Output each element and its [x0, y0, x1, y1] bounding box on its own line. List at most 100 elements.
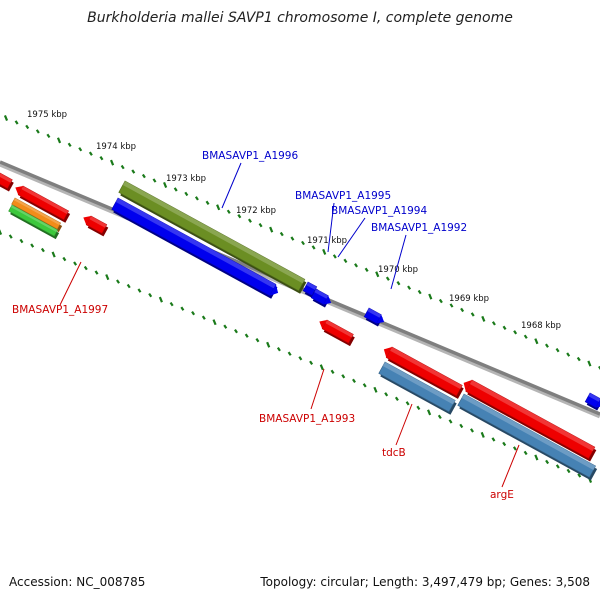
scale-tick-upper — [226, 209, 231, 214]
gene-leader-line — [221, 162, 242, 209]
gene-box[interactable] — [457, 393, 597, 478]
gene-label[interactable]: BMASAVP1_A1992 — [371, 222, 467, 234]
gene-label[interactable]: BMASAVP1_A1993 — [259, 413, 355, 425]
scale-tick-lower — [330, 369, 335, 374]
scale-tick-lower — [480, 431, 485, 438]
scale-tick-upper — [237, 214, 242, 219]
gene-label[interactable]: argE — [490, 489, 514, 501]
gene-box-highlight — [10, 205, 58, 233]
scale-tick-lower — [384, 392, 389, 397]
gene-label[interactable]: BMASAVP1_A1994 — [331, 205, 427, 217]
scale-tick-lower — [459, 423, 464, 429]
scale-tick-lower — [319, 364, 324, 371]
scale-tick-lower — [341, 374, 346, 379]
scale-tick-upper — [67, 142, 72, 147]
gene-box-highlight — [588, 393, 600, 402]
scale-tick-upper — [99, 155, 104, 161]
scale-tick-upper — [332, 254, 337, 259]
gene-arrowhead — [376, 314, 385, 324]
scale-tick-lower — [266, 341, 271, 348]
scale-tick-lower — [566, 468, 571, 474]
scale-tick-lower — [62, 256, 67, 262]
scale-tick-upper — [343, 258, 348, 264]
gene-label[interactable]: BMASAVP1_A1995 — [295, 190, 391, 202]
scale-tick-upper — [184, 191, 189, 197]
gene-arrowhead — [319, 320, 327, 329]
scale-tick-upper — [364, 267, 369, 272]
gene-leader-line — [395, 403, 413, 446]
scale-tick-upper — [491, 321, 496, 326]
scale-tick-lower — [180, 306, 185, 311]
scale-tick-lower — [0, 229, 3, 235]
scale-tick-upper — [502, 325, 507, 331]
scale-tick-label: 1975 kbp — [27, 110, 67, 120]
scale-tick-lower — [491, 437, 496, 442]
scale-tick-lower — [201, 315, 206, 320]
scale-tick-upper — [173, 187, 178, 192]
gene-arrowhead — [383, 347, 392, 358]
gene-box[interactable] — [85, 215, 108, 234]
scale-tick-lower — [244, 333, 249, 338]
scale-tick-lower — [545, 459, 550, 465]
scale-tick-upper — [523, 334, 528, 339]
scale-tick-upper — [301, 240, 305, 246]
scale-tick-upper — [205, 200, 210, 206]
scale-tick-lower — [255, 338, 260, 343]
scale-tick-lower — [19, 238, 24, 244]
scale-tick-upper — [258, 222, 263, 228]
scale-tick-upper — [131, 169, 136, 174]
scale-tick-lower — [502, 441, 507, 447]
scale-tick-label: 1970 kbp — [378, 265, 418, 275]
scale-tick-lower — [94, 270, 99, 275]
scale-tick-lower — [437, 414, 442, 420]
gene-label[interactable]: BMASAVP1_A1997 — [12, 304, 108, 316]
scale-tick-upper — [247, 218, 252, 223]
scale-tick-lower — [577, 473, 582, 478]
scale-tick-upper — [152, 178, 157, 183]
scale-tick-upper — [56, 137, 62, 144]
scale-tick-lower — [223, 324, 228, 329]
scale-tick-lower — [555, 464, 560, 469]
scale-tick-upper — [322, 248, 327, 255]
scale-tick-upper — [120, 164, 125, 170]
scale-tick-label: 1973 kbp — [166, 174, 206, 184]
scale-tick-lower — [287, 351, 292, 356]
gene-box-highlight — [13, 198, 61, 226]
scale-tick-upper — [290, 236, 295, 241]
scale-tick-upper — [385, 276, 390, 281]
scale-tick-upper — [375, 271, 380, 278]
scale-tick-lower — [30, 243, 35, 248]
gene-label[interactable]: tdcB — [382, 447, 406, 459]
scale-tick-lower — [234, 329, 238, 334]
scale-tick-lower — [83, 265, 88, 271]
scale-tick-lower — [116, 279, 120, 284]
gene-box-highlight — [382, 362, 456, 405]
gene-box-highlight — [21, 186, 69, 215]
scale-tick-upper — [46, 133, 51, 139]
scale-tick-upper — [396, 280, 401, 286]
scale-tick-lower — [405, 401, 410, 406]
scale-tick-upper — [3, 115, 9, 121]
gene-box-highlight — [367, 308, 382, 318]
scale-tick-upper — [534, 338, 539, 345]
scale-tick-upper — [14, 120, 19, 125]
scale-tick-upper — [279, 231, 284, 237]
gene-box-highlight — [389, 347, 463, 390]
scale-tick-lower — [394, 396, 399, 402]
scale-tick-upper — [513, 330, 518, 335]
map-title: Burkholderia mallei SAVP1 chromosome I, … — [87, 10, 513, 26]
scale-tick-upper — [428, 293, 433, 300]
gene-box-highlight — [306, 282, 317, 290]
scale-tick-upper — [407, 285, 412, 290]
scale-tick-upper — [25, 124, 30, 130]
gene-leader-line — [327, 202, 335, 253]
gene-box-highlight — [325, 320, 354, 338]
gene-label[interactable]: BMASAVP1_A1996 — [202, 150, 298, 162]
gene-box-highlight — [469, 380, 595, 452]
gene-arrowhead — [463, 380, 472, 392]
scale-tick-lower — [212, 319, 217, 326]
scale-tick-label: 1974 kbp — [96, 142, 136, 152]
gene-arrowhead — [15, 186, 23, 195]
gene-box-highlight — [461, 394, 596, 470]
